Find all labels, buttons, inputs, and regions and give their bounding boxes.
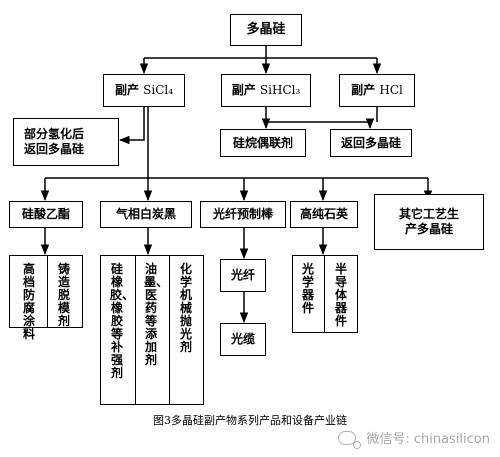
fumed-silica-box: 气相白炭黑 <box>100 201 192 228</box>
ink-pharma-additive-label: 油墨、医药等添加剂 <box>144 262 169 367</box>
rubber-reinforcer-label: 硅橡胶、橡胶等补强剂 <box>110 262 135 380</box>
other-process-line2: 产多晶硅 <box>404 222 453 236</box>
byproduct-sicl4-formula: SiCl₄ <box>143 83 174 97</box>
watermark-text: 微信号: chinasilicon <box>366 432 490 447</box>
figure-caption: 图3多晶硅副产物系列产品和设备产业链 <box>153 414 347 427</box>
quartz-subs-divider <box>324 256 325 332</box>
fiber-preform-label: 光纤预制棒 <box>212 207 273 221</box>
partial-hydrogenation-box: 部分氢化后 返回多晶硅 <box>13 118 119 166</box>
fiber-preform-box: 光纤预制棒 <box>200 201 286 228</box>
fumed-silica-subproducts-box: 硅橡胶、橡胶等补强剂 油墨、医药等添加剂 化学机械抛光剂 <box>100 255 204 405</box>
cmp-polishing-agent-label: 化学机械抛光剂 <box>179 262 192 354</box>
partial-hydro-line1: 部分氢化后 <box>24 127 85 141</box>
return-polysilicon-label: 返回多晶硅 <box>340 135 401 150</box>
byproduct-hcl-formula: HCl <box>379 83 403 97</box>
byproduct-hcl-prefix: 副产 <box>351 83 376 97</box>
polysilicon-root-label: 多晶硅 <box>246 21 286 37</box>
ethyl-silicate-label: 硅酸乙酯 <box>21 207 70 221</box>
polysilicon-root-box: 多晶硅 <box>230 14 302 46</box>
ethyl-subs-divider <box>47 256 48 327</box>
optical-cable-label: 光缆 <box>230 332 255 346</box>
fumed-subs-divider-1 <box>135 256 136 404</box>
optical-device-label: 光学器件 <box>301 262 314 315</box>
byproduct-sihcl3-formula: SiHCl₃ <box>259 83 301 97</box>
byproduct-hcl-box: 副产 HCl <box>339 74 415 107</box>
semiconductor-device-label: 半导体器件 <box>334 262 347 328</box>
byproduct-sihcl3-box: 副产 SiHCl₃ <box>221 74 311 107</box>
byproduct-sihcl3-prefix: 副产 <box>231 83 256 97</box>
high-purity-quartz-label: 高纯石英 <box>299 207 348 221</box>
optical-fiber-label: 光纤 <box>230 268 255 282</box>
anticorrosion-coating-label: 高档防腐涂料 <box>22 262 35 341</box>
other-process-box: 其它工艺生 产多晶硅 <box>374 194 484 250</box>
wechat-watermark: 微信号: chinasilicon <box>338 428 490 449</box>
casting-release-agent-label: 铸造脱模剂 <box>57 262 70 328</box>
wechat-icon <box>338 430 362 449</box>
partial-hydro-line2: 返回多晶硅 <box>24 142 85 156</box>
quartz-subproducts-box: 光学器件 半导体器件 <box>292 255 358 333</box>
fumed-subs-divider-2 <box>169 256 170 404</box>
fumed-silica-label: 气相白炭黑 <box>115 207 176 221</box>
arrow-to-partial-hydro <box>118 107 145 145</box>
ethyl-silicate-box: 硅酸乙酯 <box>9 201 83 228</box>
byproduct-sicl4-box: 副产 SiCl₄ <box>103 74 185 107</box>
silane-coupling-label: 硅烷偶联剂 <box>232 135 293 150</box>
optical-fiber-box: 光纤 <box>220 259 266 292</box>
other-process-line1: 其它工艺生 <box>398 207 459 221</box>
silane-coupling-box: 硅烷偶联剂 <box>220 129 306 157</box>
optical-cable-box: 光缆 <box>220 323 266 356</box>
byproduct-sicl4-prefix: 副产 <box>114 83 139 97</box>
return-polysilicon-box: 返回多晶硅 <box>330 129 412 157</box>
high-purity-quartz-box: 高纯石英 <box>290 201 358 228</box>
ethyl-silicate-subproducts-box: 高档防腐涂料 铸造脱模剂 <box>9 255 83 341</box>
